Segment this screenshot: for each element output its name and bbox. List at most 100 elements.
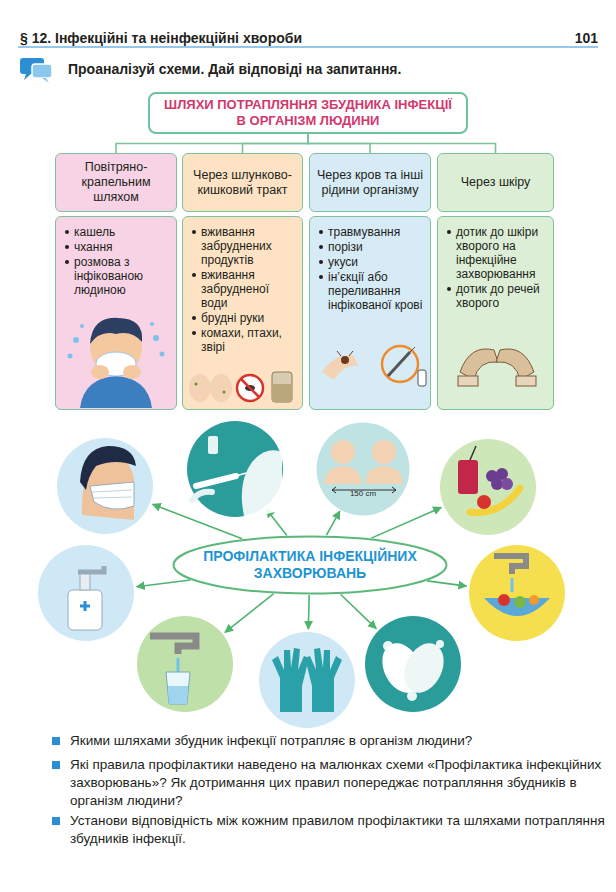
mask-picture-part (92, 490, 132, 498)
connector (308, 134, 496, 153)
sneezing-boy (68, 318, 165, 408)
prevention-circles-part (57, 438, 153, 534)
instruction-icon-part (42, 78, 49, 83)
bullet-item: порізи (317, 240, 425, 254)
healthy-food-part (501, 478, 513, 490)
sanitizer-bottle-part (68, 590, 102, 630)
sanitizer-bottle (68, 566, 104, 630)
distance-heads-part (332, 487, 396, 493)
sneezing-boy-part (90, 318, 142, 344)
title-box: ШЛЯХИ ПОТРАПЛЯННЯ ЗБУДНИКА ІНФЕКЦІЇ В ОР… (148, 92, 468, 134)
washing-fruit-part (484, 598, 550, 616)
vaccination-picture-part (242, 450, 282, 520)
distance-heads-part (331, 440, 355, 464)
blood-contact-icons-part (410, 347, 415, 352)
node-text: ПРОФІЛАКТИКА ІНФЕКЦІЙНИХ ЗАХВОРЮВАНЬ (172, 548, 448, 582)
pointer-arrow (340, 594, 376, 628)
washing-fruit-part (494, 556, 526, 574)
vaccination-picture (192, 436, 282, 520)
sneezing-boy-part (68, 354, 73, 359)
node-outline (317, 423, 410, 516)
dirty-hands-icons-part (237, 375, 263, 401)
category-header: Через шлунково-кишковий тракт (182, 153, 303, 212)
bullet-item: ін’єкції або переливання інфікованої кро… (317, 270, 425, 312)
distance-heads (324, 440, 403, 493)
dirty-hands-icons-part (223, 391, 226, 394)
question: Якими шляхами збудник інфекції потрапляє… (48, 732, 616, 750)
dirty-hands-icons-part (272, 372, 292, 402)
sneezing-boy-part (96, 352, 136, 376)
bullet-item: укуси (317, 255, 425, 269)
washing-fruit (484, 556, 550, 616)
header-rule (18, 46, 598, 47)
page-number: 101 (560, 30, 598, 47)
healthy-food-part (491, 478, 503, 490)
dirty-hands-icons (189, 372, 292, 402)
dirty-hands-icons-part (189, 374, 211, 402)
tap-water-glass-part (166, 672, 190, 704)
distance-heads-part (365, 466, 403, 484)
category-body: травмуванняпорізиукусиін’єкції або перел… (309, 216, 431, 410)
sanitizer-bottle-part (80, 572, 90, 590)
distance-heads-part (372, 440, 396, 464)
node-text: Через шкіру (461, 175, 530, 190)
connector (116, 134, 308, 153)
touching-elbows-part (496, 349, 534, 380)
healthy-food-part (496, 468, 508, 480)
category-header: Через шкіру (437, 153, 554, 212)
blood-contact-icons-part (418, 370, 426, 386)
dirty-hands-icons-part (245, 385, 255, 391)
node-text: 150 cm (350, 489, 376, 498)
pointer-arrow (137, 580, 191, 587)
blood-contact-icons-part (337, 351, 353, 356)
dirty-hands-icons-part (272, 384, 292, 402)
tap-water-glass-part (177, 658, 180, 672)
washing-hands (375, 637, 452, 701)
tap-water-glass (150, 636, 196, 704)
distance-circle: 150 cm (315, 421, 411, 517)
healthy-food-part (477, 495, 491, 509)
node-text: Через шлунково-кишковий тракт (188, 168, 297, 198)
question: Які правила профілактики наведено на мал… (48, 756, 616, 810)
bullet-item: дотик до шкіри хворого на інфекційне зах… (445, 225, 548, 281)
node-text: ШЛЯХИ ПОТРАПЛЯННЯ ЗБУДНИКА ІНФЕКЦІЇ В ОР… (160, 97, 456, 129)
healthy-food-part (470, 488, 520, 513)
node-text: Повітряно-крапельним шляхом (61, 160, 171, 205)
dirty-hands-icons-part (241, 379, 259, 397)
touching-elbows-part (516, 376, 536, 386)
instruction-icon-part (32, 64, 52, 78)
prevention-circles-part (440, 439, 536, 535)
node-text: Через кров та інші рідини організму (315, 168, 425, 198)
bullet-item: кашель (63, 225, 171, 239)
node-outline (315, 421, 411, 517)
page-header: § 12. Інфекційні та неінфекційні хвороби (20, 30, 460, 47)
blood-contact-icons-part (382, 346, 418, 382)
pointer-arrows (137, 504, 467, 632)
touching-elbows (458, 349, 536, 386)
washing-fruit-part (514, 596, 526, 608)
mask-picture-part (82, 457, 134, 520)
vaccination-picture-part (196, 476, 236, 486)
bullet-item: розмова з інфікованою людиною (63, 255, 171, 297)
pointer-arrow (308, 595, 310, 629)
washing-hands-part (383, 641, 393, 651)
question: Установи відповідність між кожним правил… (48, 812, 616, 848)
bullet-item: вживання забрудненої води (190, 268, 297, 310)
healthy-food-part (470, 446, 476, 460)
blood-contact-icons (322, 346, 426, 386)
category-header: Через кров та інші рідини організму (309, 153, 431, 212)
gloves-part (272, 648, 309, 712)
sneezing-boy-part (90, 322, 142, 374)
category-body: дотик до шкіри хворого на інфекційне зах… (437, 216, 554, 410)
vaccination-picture-part (208, 436, 218, 454)
mask-picture (80, 446, 136, 520)
bullet-item: комахи, птахи, звірі (190, 326, 297, 354)
pointer-arrow (266, 509, 286, 535)
pointer-arrow (427, 581, 466, 586)
category-body: кашельчханнярозмова з інфікованою людино… (55, 216, 177, 410)
bullet-item: дотик до речей хворого (445, 282, 548, 310)
instruction-icon (20, 58, 52, 83)
healthy-food-part (458, 460, 478, 494)
